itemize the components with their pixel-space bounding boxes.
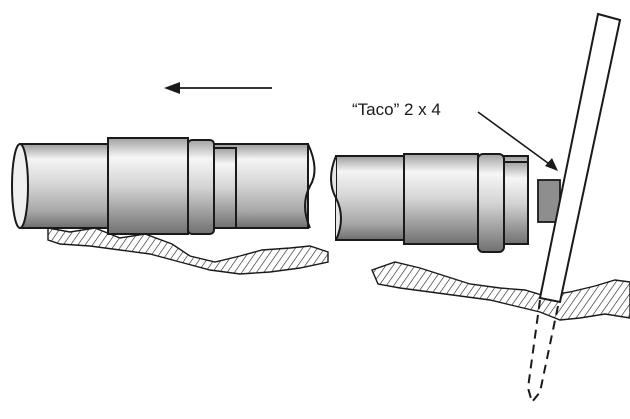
ground-right [372, 262, 630, 320]
pipe-right [331, 154, 528, 252]
direction-arrow [164, 82, 272, 94]
pipe-right-bell [478, 154, 504, 252]
pipe-left-collar [108, 138, 188, 234]
pipe-left [12, 138, 315, 234]
taco-label: “Taco” 2 x 4 [352, 100, 441, 120]
pipe-right-collar [404, 154, 478, 244]
pipe-left-bell [188, 140, 214, 234]
